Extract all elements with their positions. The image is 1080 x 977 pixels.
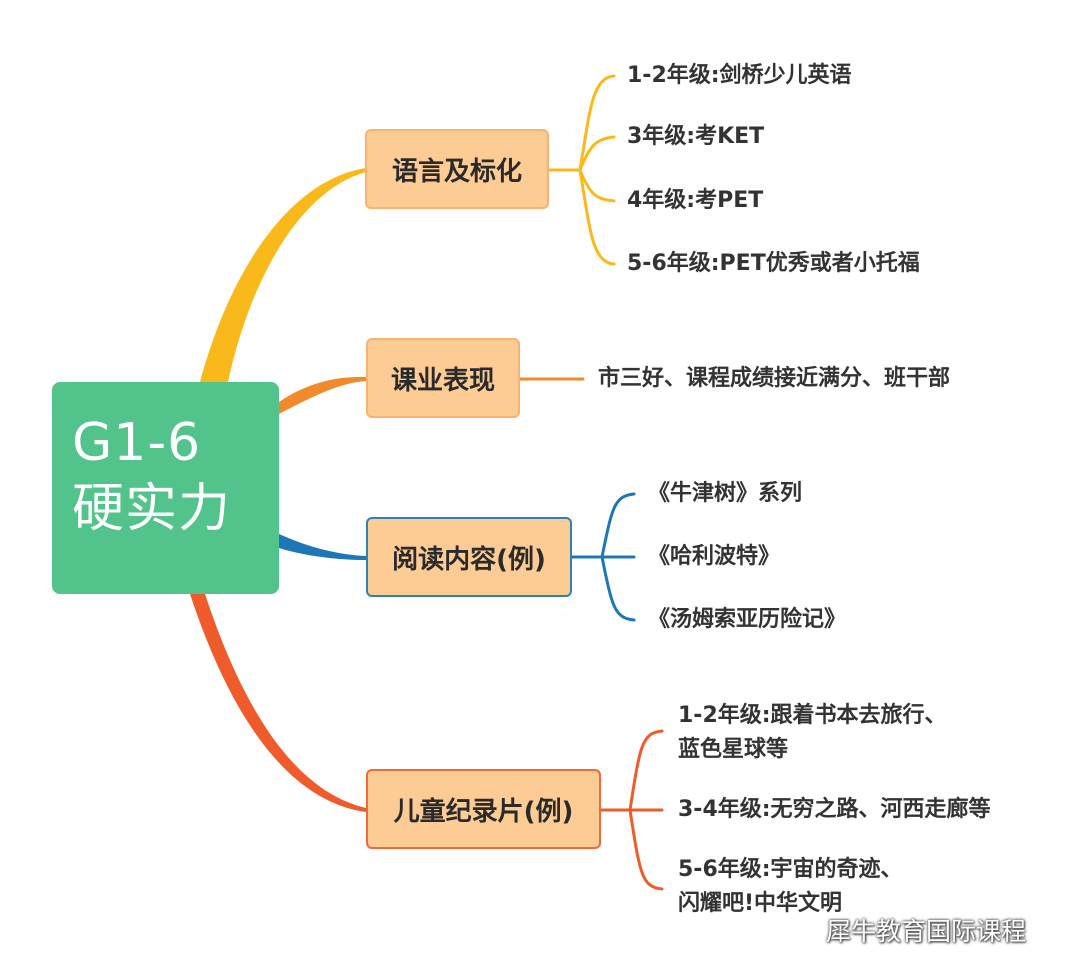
- root-title-line2: 硬实力: [72, 479, 232, 539]
- leaf-documentary-3-line1: 5-6年级:宇宙的奇迹、: [678, 857, 903, 882]
- watermark-text: 犀牛教育国际课程: [826, 917, 1027, 946]
- watermark: 犀牛教育国际课程: [782, 908, 1026, 952]
- leaf-documentary-2[interactable]: 3-4年级:无穷之路、河西走廊等: [678, 797, 991, 822]
- leaf-reading-2[interactable]: 《哈利波特》: [648, 544, 781, 569]
- leaf-documentary-3-line2: 闪耀吧!中华文明: [678, 891, 843, 916]
- leaf-documentary-1[interactable]: 1-2年级:跟着书本去旅行、 蓝色星球等: [678, 699, 947, 767]
- leaf-reading-3[interactable]: 《汤姆索亚历险记》: [648, 607, 847, 632]
- leaf-language-4[interactable]: 5-6年级:PET优秀或者小托福: [627, 251, 920, 276]
- branch-documentary[interactable]: 儿童纪录片(例): [366, 769, 601, 849]
- connector-root-language: [200, 168, 366, 382]
- leaf-documentary-1-line1: 1-2年级:跟着书本去旅行、: [678, 703, 947, 728]
- root-node[interactable]: G1-6 硬实力: [52, 382, 279, 594]
- leaf-language-3[interactable]: 4年级:考PET: [627, 188, 764, 213]
- leaf-language-1[interactable]: 1-2年级:剑桥少儿英语: [627, 63, 852, 88]
- connector-reading-leaves: [569, 492, 636, 622]
- branch-academic[interactable]: 课业表现: [366, 338, 520, 418]
- leaf-academic-1[interactable]: 市三好、课程成绩接近满分、班干部: [598, 366, 951, 391]
- leaf-documentary-1-line2: 蓝色星球等: [678, 737, 789, 762]
- branch-language[interactable]: 语言及标化: [365, 129, 549, 209]
- leaf-language-2[interactable]: 3年级:考KET: [627, 124, 765, 149]
- leaf-reading-1[interactable]: 《牛津树》系列: [648, 481, 803, 506]
- connector-language-leaves: [547, 74, 616, 266]
- wechat-icon: [782, 915, 818, 944]
- connector-root-documentary: [190, 594, 366, 812]
- leaf-documentary-3[interactable]: 5-6年级:宇宙的奇迹、 闪耀吧!中华文明: [678, 853, 903, 921]
- connector-root-reading: [279, 534, 366, 560]
- root-title-line1: G1-6: [72, 413, 202, 473]
- branch-reading[interactable]: 阅读内容(例): [366, 517, 572, 597]
- connector-documentary-leaves: [598, 729, 664, 891]
- connector-root-academic: [279, 376, 366, 414]
